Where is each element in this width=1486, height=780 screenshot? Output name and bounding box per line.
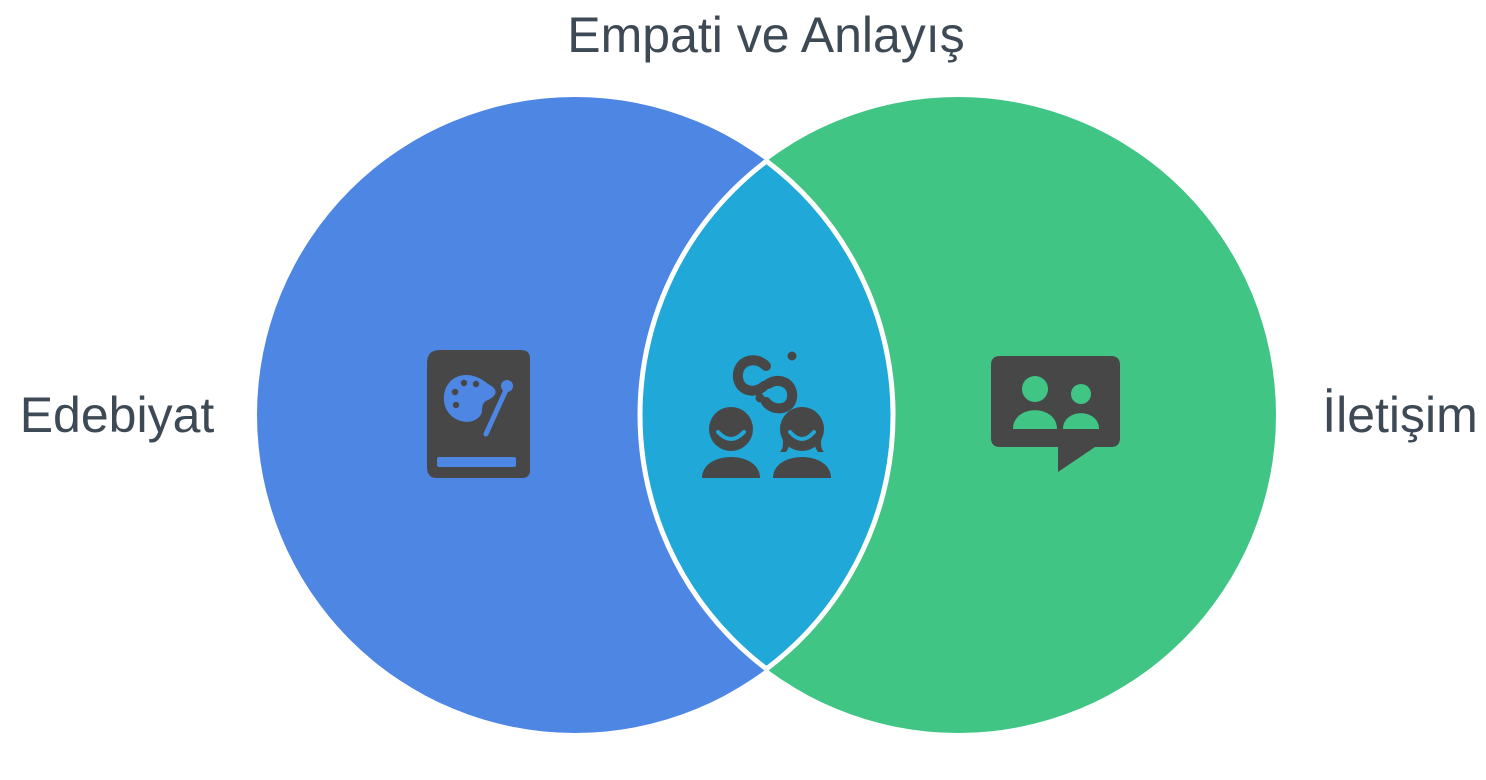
literature-book-palette-icon	[427, 350, 530, 478]
intersection-region	[640, 97, 893, 733]
left-label: Edebiyat	[20, 387, 215, 443]
chat-people-icon	[991, 356, 1120, 472]
top-label: Empati ve Anlayış	[567, 7, 964, 63]
right-label: İletişim	[1322, 387, 1478, 443]
two-people-connection-icon	[702, 351, 831, 478]
intersection-outline	[637, 97, 896, 733]
